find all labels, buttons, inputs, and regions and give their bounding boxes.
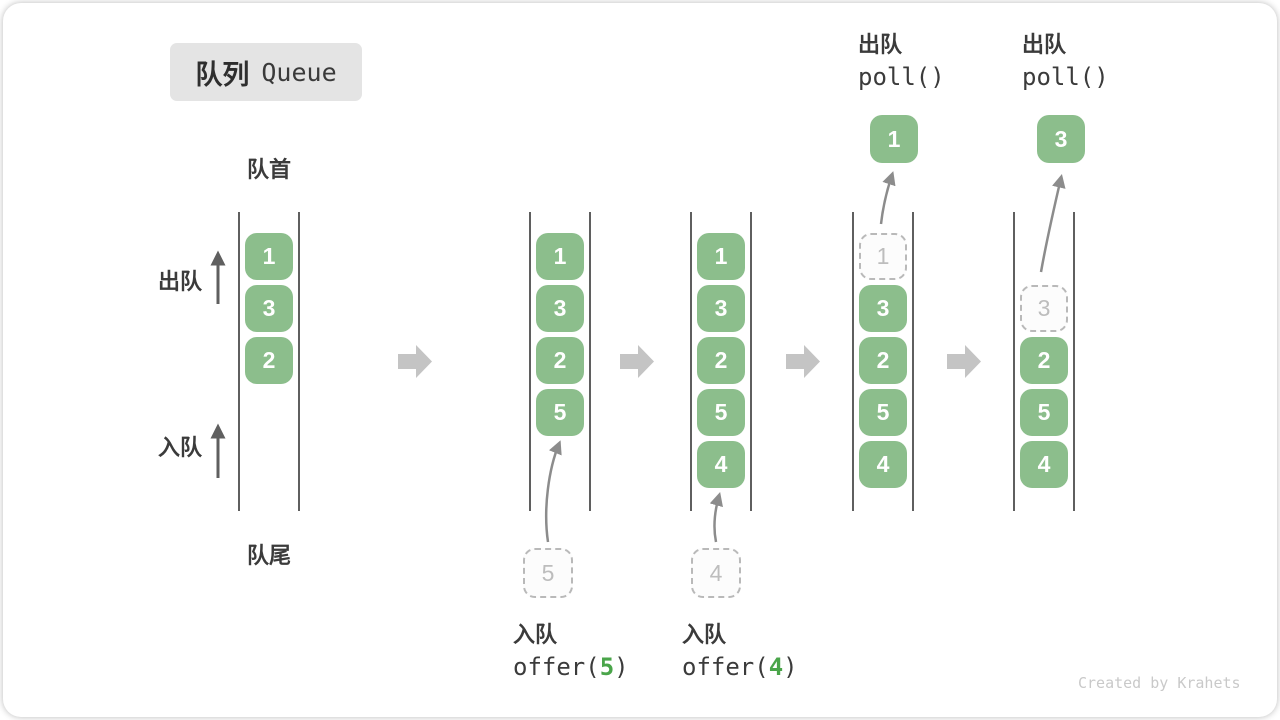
queue-cell: 1: [245, 233, 293, 280]
queue-column-4: 1 3 2 5 4: [852, 212, 914, 511]
queue-column-2: 1 3 2 5: [529, 212, 591, 511]
queue-cell: 5: [859, 389, 907, 436]
queue-cell: 3: [859, 285, 907, 332]
diagram-card: [3, 3, 1277, 717]
watermark: Created by Krahets: [1078, 674, 1241, 692]
poll-label-zh: 出队: [1022, 32, 1067, 57]
offer-code: offer(4): [682, 650, 798, 684]
offer-close: ): [614, 653, 629, 681]
offer-code: offer(5): [513, 650, 629, 684]
queue-cell: 2: [245, 337, 293, 384]
enqueue-value-box-4: 4: [691, 548, 741, 598]
label-dequeue: 出队: [157, 269, 202, 294]
offer-fn: offer(: [682, 653, 769, 681]
title-badge: 队列 Queue: [170, 43, 362, 101]
offer-label-zh: 入队: [513, 622, 558, 647]
queue-cell-removed: 1: [859, 233, 907, 280]
poll-label-zh: 出队: [858, 32, 903, 57]
offer-op-label-5: 入队 offer(5): [513, 620, 629, 684]
offer-label-zh: 入队: [682, 622, 727, 647]
poll-result-box-1: 1: [870, 115, 918, 163]
queue-cell: 2: [859, 337, 907, 384]
offer-arg: 4: [768, 653, 784, 681]
queue-cell: 5: [536, 389, 584, 436]
queue-cell: 3: [245, 285, 293, 332]
queue-cell: 5: [697, 389, 745, 436]
poll-op-label-2: 出队 poll(): [1022, 30, 1109, 94]
queue-cell: 3: [536, 285, 584, 332]
offer-op-label-4: 入队 offer(4): [682, 620, 798, 684]
title-zh: 队列: [195, 59, 250, 90]
queue-column-5: 3 2 5 4: [1013, 212, 1075, 511]
queue-cell: 5: [1020, 389, 1068, 436]
offer-close: ): [783, 653, 798, 681]
queue-cell: 4: [697, 441, 745, 488]
queue-cell: 1: [697, 233, 745, 280]
poll-code: poll(): [858, 63, 945, 91]
title-en: Queue: [261, 57, 337, 87]
queue-column-1: 1 3 2: [238, 212, 300, 511]
queue-cell: 1: [536, 233, 584, 280]
queue-cell: 2: [1020, 337, 1068, 384]
poll-code: poll(): [1022, 63, 1109, 91]
label-queue-front: 队首: [246, 157, 291, 182]
offer-fn: offer(: [513, 653, 600, 681]
queue-cell: 4: [859, 441, 907, 488]
label-queue-rear: 队尾: [246, 543, 291, 568]
queue-cell: 2: [536, 337, 584, 384]
queue-cell: 3: [697, 285, 745, 332]
label-enqueue: 入队: [157, 435, 202, 460]
offer-arg: 5: [599, 653, 615, 681]
queue-cell: 2: [697, 337, 745, 384]
queue-cell-removed: 3: [1020, 285, 1068, 332]
queue-cell: 4: [1020, 441, 1068, 488]
poll-result-box-2: 3: [1037, 115, 1085, 163]
queue-column-3: 1 3 2 5 4: [690, 212, 752, 511]
enqueue-value-box-5: 5: [523, 548, 573, 598]
poll-op-label-1: 出队 poll(): [858, 30, 945, 94]
